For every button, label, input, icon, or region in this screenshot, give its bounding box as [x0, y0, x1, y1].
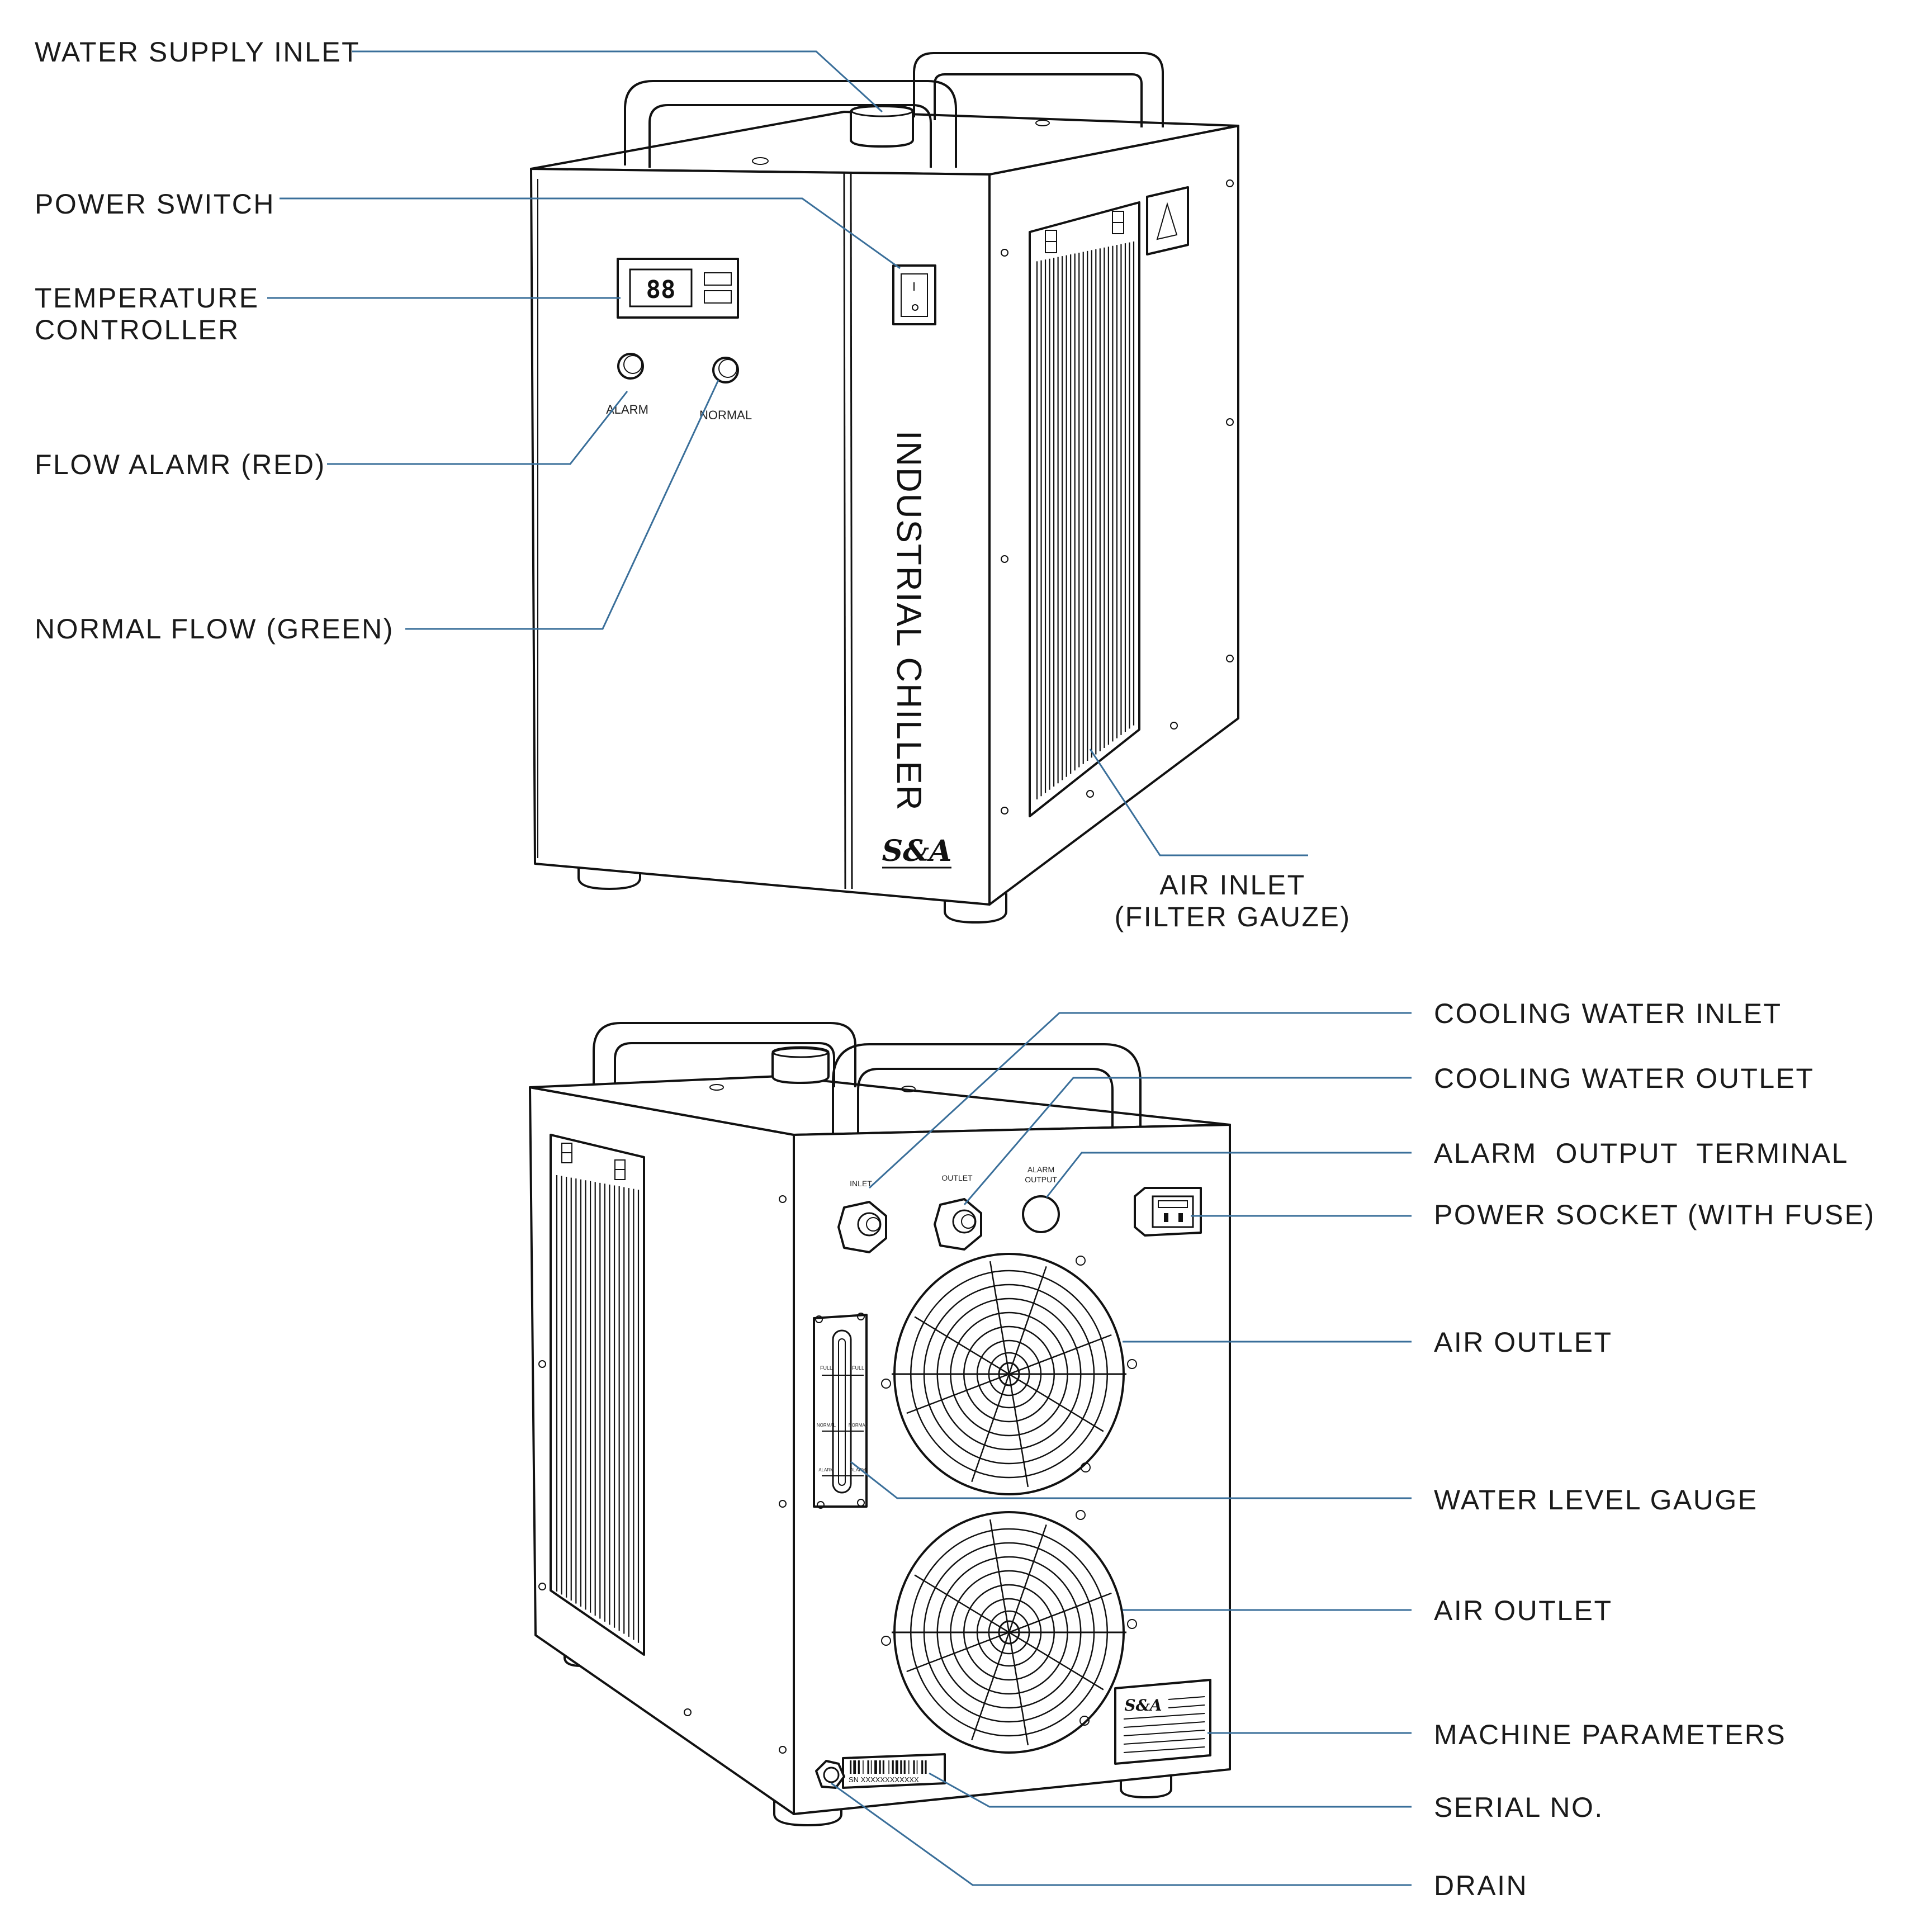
- temperature-controller-label-2: CONTROLLER: [35, 314, 240, 345]
- air-inlet-label-1: AIR INLET: [1159, 869, 1305, 901]
- upper-fan-guard: [892, 1253, 1126, 1495]
- lower-fan-guard: [892, 1511, 1126, 1754]
- barcode-bar: [879, 1760, 881, 1774]
- cooling-water-outlet-label: COOLING WATER OUTLET: [1434, 1063, 1815, 1094]
- drain-label: DRAIN: [1434, 1870, 1528, 1901]
- barcode-bar: [867, 1760, 869, 1774]
- outlet-connector-label: OUTLET: [941, 1173, 973, 1182]
- gauge-full-left: FULL: [820, 1365, 832, 1371]
- alarm-output-label-1: ALARM: [1027, 1165, 1054, 1174]
- barcode-bar: [882, 1760, 884, 1774]
- normal-flow-label: NORMAL FLOW (GREEN): [35, 613, 394, 645]
- barcode-bar: [916, 1760, 918, 1774]
- gauge-alarm-right: ALARM: [850, 1467, 866, 1472]
- normal-light: [712, 357, 739, 383]
- barcode-bar: [921, 1760, 924, 1774]
- rear-view-chiller: INLET OUTLET ALARM OUTPUT: [529, 1022, 1231, 1826]
- front-view-leaders: [267, 50, 1308, 856]
- power-switch-label: POWER SWITCH: [35, 188, 275, 220]
- front-view-callouts: WATER SUPPLY INLET POWER SWITCH TEMPERAT…: [35, 36, 1351, 932]
- machine-parameters-plate: S&A: [1114, 1679, 1211, 1765]
- alarm-output-terminal: [1022, 1195, 1060, 1233]
- water-level-gauge: FULL FULL NORMAL NORMAL ALARM ALARM: [813, 1313, 868, 1509]
- water-level-gauge-label: WATER LEVEL GAUGE: [1434, 1484, 1758, 1516]
- air-inlet-label-2: (FILTER GAUZE): [1115, 901, 1351, 932]
- flow-alarm-label: FLOW ALAMR (RED): [35, 449, 326, 480]
- machine-parameters-label: MACHINE PARAMETERS: [1434, 1719, 1786, 1750]
- serial-no-label: SERIAL NO.: [1434, 1792, 1604, 1823]
- product-name: INDUSTRIAL CHILLER: [889, 430, 928, 811]
- rear-view-leaders: [831, 1012, 1412, 1886]
- barcode-bar: [870, 1760, 872, 1774]
- water-supply-inlet-label: WATER SUPPLY INLET: [35, 36, 360, 68]
- barcode-bar: [853, 1760, 856, 1774]
- front-view-chiller: 88 ALARM NORMAL INDUSTRIAL CHILLER S&A: [530, 52, 1239, 924]
- barcode-bar: [874, 1760, 877, 1774]
- barcode-bar: [925, 1760, 927, 1774]
- air-outlet-upper-label: AIR OUTLET: [1434, 1327, 1612, 1358]
- cooling-water-outlet-connector: [934, 1198, 982, 1251]
- rear-view-callouts: COOLING WATER INLET COOLING WATER OUTLET…: [1434, 998, 1876, 1901]
- serial-label: SN XXXXXXXXXXXX: [842, 1753, 946, 1789]
- rear-sa-logo: S&A: [1124, 1696, 1162, 1715]
- barcode-bar: [892, 1760, 894, 1774]
- gauge-normal-left: NORMAL: [817, 1423, 836, 1428]
- barcode-bar: [900, 1760, 902, 1774]
- temperature-display: 88: [646, 276, 676, 304]
- gauge-full-right: FULL: [852, 1365, 864, 1371]
- cooling-water-inlet-label: COOLING WATER INLET: [1434, 998, 1782, 1029]
- gauge-alarm-left: ALARM: [818, 1467, 834, 1472]
- barcode-bar: [888, 1760, 889, 1774]
- barcode-bar: [913, 1760, 915, 1774]
- power-switch-icon: [892, 264, 936, 325]
- sa-logo: S&A: [882, 834, 952, 868]
- barcode-bar: [895, 1760, 898, 1774]
- barcode-bar: [908, 1760, 910, 1774]
- power-socket-label: POWER SOCKET (WITH FUSE): [1434, 1199, 1876, 1230]
- drain-plug: [815, 1760, 845, 1789]
- temperature-controller-label-1: TEMPERATURE: [35, 282, 259, 314]
- air-outlet-lower-label: AIR OUTLET: [1434, 1595, 1612, 1626]
- barcode-bar: [863, 1760, 864, 1774]
- barcode-bar: [850, 1760, 852, 1774]
- normal-light-label: NORMAL: [699, 408, 752, 422]
- inlet-connector-label: INLET: [850, 1179, 872, 1188]
- serial-number-text: SN XXXXXXXXXXXX: [849, 1775, 919, 1784]
- alarm-output-label-2: OUTPUT: [1025, 1175, 1057, 1184]
- cooling-water-inlet-connector: [837, 1201, 887, 1253]
- barcode-bar: [903, 1760, 906, 1774]
- barcode-bar: [858, 1760, 860, 1774]
- gauge-normal-right: NORMAL: [849, 1423, 868, 1428]
- alarm-output-terminal-label: ALARM OUTPUT TERMINAL: [1434, 1138, 1849, 1169]
- alarm-light: [617, 353, 644, 380]
- power-socket-icon: [1134, 1187, 1202, 1237]
